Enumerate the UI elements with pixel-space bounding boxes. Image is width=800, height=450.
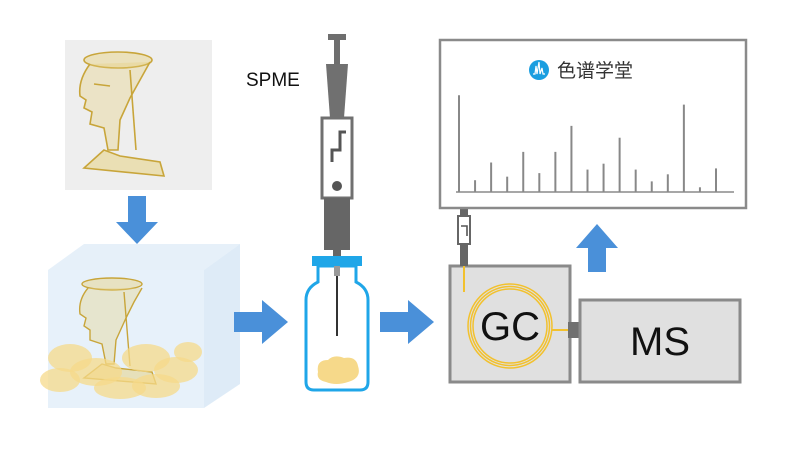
up-arrow-icon <box>576 224 618 272</box>
brand-name: 色谱学堂 <box>557 60 633 82</box>
spme-label: SPME <box>246 70 300 91</box>
brand-watermark: 色谱学堂 <box>529 60 633 82</box>
head-sculpture-icon <box>78 51 166 177</box>
spme-syringe <box>320 34 354 258</box>
chromatogram-peaks <box>458 95 717 192</box>
gc-injector <box>457 206 471 292</box>
sample-vial <box>304 256 370 392</box>
volatile-cloud <box>40 342 202 399</box>
ms-instrument-box <box>578 298 742 384</box>
down-arrow-icon <box>116 196 158 244</box>
right-arrow-icon <box>380 300 434 344</box>
right-arrow-icon <box>234 300 288 344</box>
chromatogram-logo-icon <box>529 60 549 80</box>
sample-object-photo <box>65 40 212 190</box>
ms-label: MS <box>630 320 690 364</box>
gc-label: GC <box>480 305 540 349</box>
headspace-chamber <box>40 244 240 408</box>
gc-column-coil <box>467 283 553 369</box>
sample-blob <box>317 356 359 384</box>
